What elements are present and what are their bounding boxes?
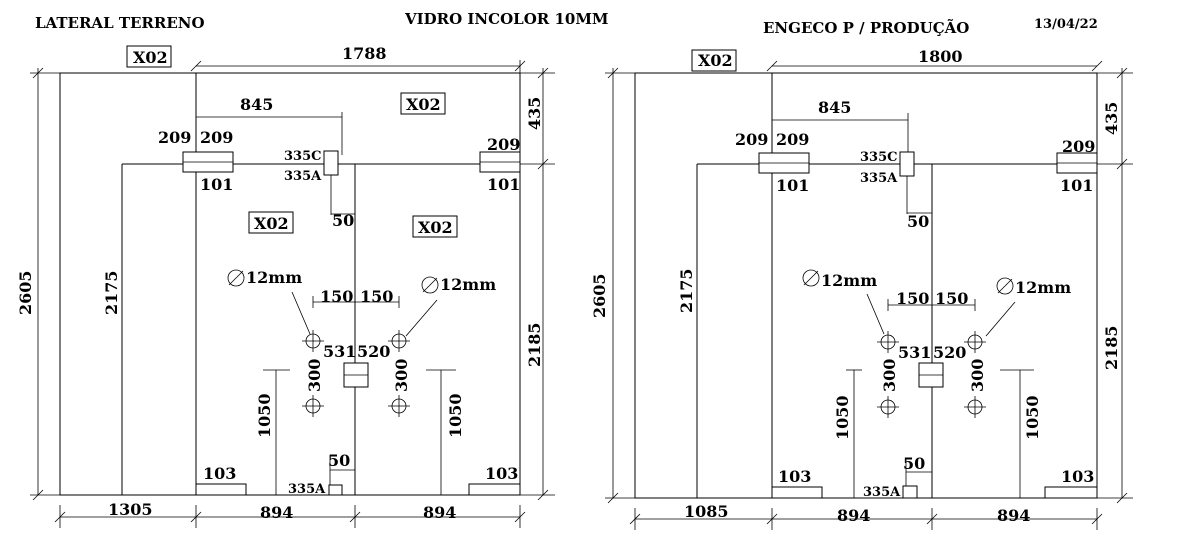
tag-x02-top-right: X02 <box>698 51 733 70</box>
dim-300a-left: 300 <box>305 359 324 392</box>
dim-520-right: 520 <box>933 343 966 362</box>
dim-width-left: 1788 <box>342 44 387 63</box>
dim-103a-left: 103 <box>203 464 236 483</box>
dim-50-top-right: 50 <box>907 212 929 231</box>
dim-209a-right: 209 <box>735 130 768 149</box>
dim-hole-right-left: 12mm <box>440 275 496 294</box>
dim-50-bottom-right: 50 <box>903 454 925 473</box>
dim-bottom-left-left: 1305 <box>108 500 153 519</box>
dim-209b-right: 209 <box>776 130 809 149</box>
dim-150a-right: 150 <box>896 289 929 308</box>
dim-101b-right: 101 <box>1060 176 1093 195</box>
label-335a-top-left: 335A <box>284 169 322 184</box>
dim-531-left: 531 <box>323 342 356 361</box>
dim-width-right: 1800 <box>918 47 963 66</box>
dim-50-top-left: 50 <box>332 211 354 230</box>
dim-101b-left: 101 <box>487 175 520 194</box>
drawing-left: 1788 X02 X02 X02 X02 2605 2175 435 2185 … <box>16 44 555 528</box>
dim-top-right-right: 435 <box>1102 102 1121 135</box>
tag-x02-upper-left: X02 <box>406 95 441 114</box>
drawing-right: 1800 X02 2605 2175 435 2185 845 209 209 … <box>590 47 1133 530</box>
dim-top-right-left: 435 <box>525 97 544 130</box>
label-335a-bottom-left: 335A <box>288 482 326 497</box>
dim-bottom-right-left: 894 <box>423 503 456 522</box>
dim-300b-right: 300 <box>968 359 987 392</box>
title-center: VIDRO INCOLOR 10MM <box>404 10 609 28</box>
title-left: LATERAL TERRENO <box>35 14 205 32</box>
dim-845-right: 845 <box>818 98 851 117</box>
dim-845-left: 845 <box>240 95 273 114</box>
dim-150b-left: 150 <box>360 287 393 306</box>
label-335c-left: 335C <box>284 149 321 164</box>
dim-209b-left: 209 <box>200 128 233 147</box>
dim-height-fixed-left: 2175 <box>102 270 121 315</box>
dim-bottom-right-right: 894 <box>997 506 1030 525</box>
dim-hole-left-left: 12mm <box>246 268 302 287</box>
dim-height-fixed-right: 2175 <box>677 268 696 313</box>
dim-103b-right: 103 <box>1061 467 1094 486</box>
label-335c-right: 335C <box>860 150 897 165</box>
date-label: 13/04/22 <box>1034 17 1098 32</box>
dim-50-bottom-left: 50 <box>328 451 350 470</box>
dim-right-height-right: 2185 <box>1102 325 1121 370</box>
label-335a-top-right: 335A <box>860 171 898 186</box>
label-335a-bottom-right: 335A <box>863 485 901 500</box>
dim-bottom-mid-right: 894 <box>837 506 870 525</box>
dim-1050b-left: 1050 <box>446 393 465 438</box>
dim-209c-right: 209 <box>1062 137 1095 156</box>
glass-panel-left <box>195 72 521 496</box>
dim-103a-right: 103 <box>778 467 811 486</box>
dim-520-left: 520 <box>357 342 390 361</box>
tag-x02-mid-left: X02 <box>254 214 289 233</box>
title-right: ENGECO P / PRODUÇÃO <box>763 18 969 37</box>
dim-101a-left: 101 <box>200 175 233 194</box>
tag-x02-top-left: X02 <box>133 48 168 67</box>
dim-bottom-mid-left: 894 <box>260 503 293 522</box>
dim-right-height-left: 2185 <box>525 322 544 367</box>
dim-hole-left-right: 12mm <box>821 271 877 290</box>
dim-101a-right: 101 <box>776 176 809 195</box>
dim-1050b-right: 1050 <box>1023 395 1042 440</box>
dim-150a-left: 150 <box>320 287 353 306</box>
dim-209a-left: 209 <box>158 128 191 147</box>
dim-531-right: 531 <box>898 343 931 362</box>
dim-hole-right-right: 12mm <box>1015 278 1071 297</box>
dim-1050a-left: 1050 <box>255 393 274 438</box>
tag-x02-mid-right: X02 <box>418 218 453 237</box>
dim-103b-left: 103 <box>485 464 518 483</box>
dim-bottom-left-right: 1085 <box>684 502 729 521</box>
dim-height-total-right: 2605 <box>590 273 609 318</box>
dim-150b-right: 150 <box>935 289 968 308</box>
dim-height-total-left: 2605 <box>16 270 35 315</box>
dim-300b-left: 300 <box>392 359 411 392</box>
dim-209c-left: 209 <box>487 135 520 154</box>
dim-1050a-right: 1050 <box>833 395 852 440</box>
glass-panel-right <box>771 72 1098 499</box>
dim-300a-right: 300 <box>880 359 899 392</box>
